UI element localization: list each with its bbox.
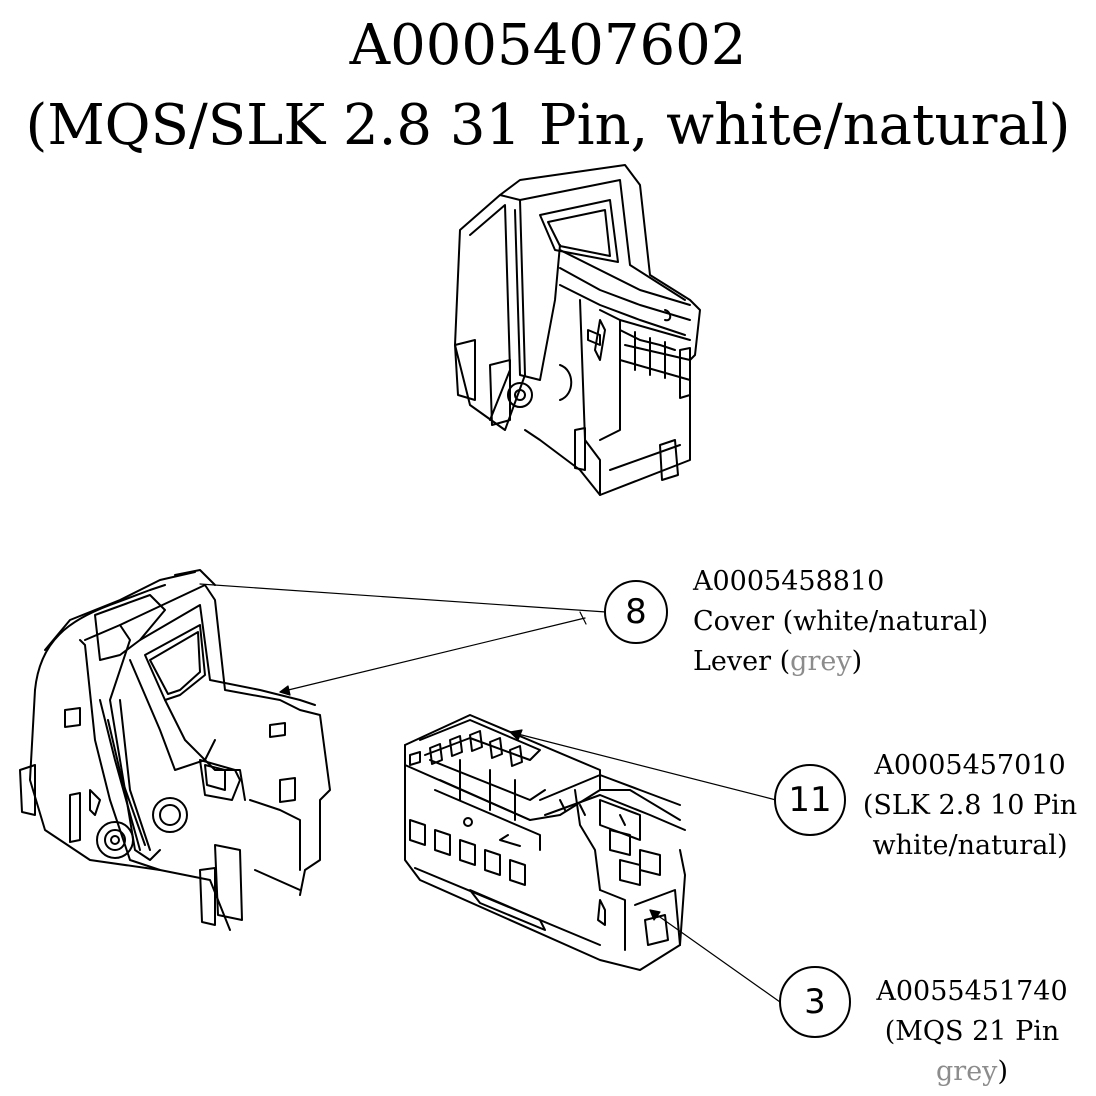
- title-description: (MQS/SLK 2.8 31 Pin, white/natural): [25, 93, 1071, 158]
- callout-8-circle: [604, 580, 668, 644]
- callout-11-color-text: white/natural): [872, 830, 1068, 861]
- callout-3-pin-text: (MQS 21 Pin: [884, 1016, 1060, 1047]
- callout-8-label: A0005458810 Cover (white/natural) Lever …: [693, 562, 988, 682]
- callout-3: [779, 966, 851, 1038]
- callout-11-pin-text: (SLK 2.8 10 Pin: [862, 790, 1078, 821]
- callout-8-cover-text: Cover (white/natural): [693, 606, 989, 637]
- callout-8-lever-text: Lever (grey): [693, 642, 988, 682]
- leader-lines: [199, 583, 781, 1003]
- lever-color-grey: grey: [790, 646, 852, 677]
- callout-11-number: 11: [788, 780, 832, 820]
- callout-3-color-text: grey): [866, 1052, 1078, 1092]
- assembled-connector-illustration: [454, 164, 701, 496]
- mqs-color-grey: grey: [936, 1056, 998, 1087]
- callout-3-number: 3: [804, 982, 826, 1022]
- callout-11-label: A0005457010 (SLK 2.8 10 Pin white/natura…: [862, 746, 1078, 866]
- callout-3-part-number: A0055451740: [876, 976, 1068, 1007]
- callout-8: [604, 580, 668, 644]
- lever-suffix: ): [851, 646, 863, 677]
- lever-prefix: Lever (: [693, 646, 791, 677]
- callout-8-part-number: A0005458810: [693, 566, 885, 597]
- slk-mqs-connector-illustration: [404, 714, 686, 971]
- callout-3-circle: [779, 966, 851, 1038]
- cover-lever-illustration: [19, 569, 331, 931]
- callout-11-circle: [774, 764, 846, 836]
- mqs-color-suffix: ): [997, 1056, 1008, 1087]
- callout-11: [774, 764, 846, 836]
- callout-3-label: A0055451740 (MQS 21 Pin grey): [866, 972, 1078, 1092]
- title-part-number: A0005407602: [349, 13, 747, 78]
- callout-8-number: 8: [625, 592, 647, 632]
- callout-11-part-number: A0005457010: [874, 750, 1066, 781]
